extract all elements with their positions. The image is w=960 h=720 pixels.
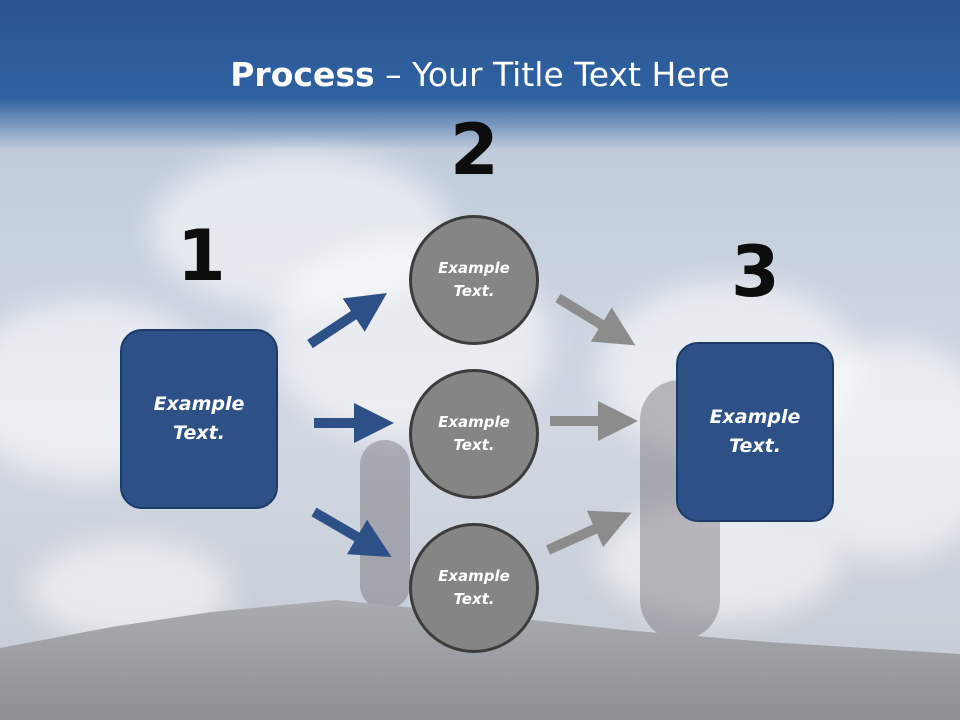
arrow-1-to-2c [311,507,392,558]
arrow-2c-to-3 [545,510,632,555]
arrow-2a-to-3 [555,293,636,346]
step-1-text: Example Text. [153,393,245,444]
step-2-text-middle: Example Text. [438,413,510,454]
slide-title: Process – Your Title Text Here [0,54,960,96]
step-number-2: 2 [450,109,499,191]
step-1-box: Example Text. [120,329,278,509]
step-2-circle-top: Example Text. [409,215,539,345]
step-number-3: 3 [731,231,780,313]
step-2-circle-middle: Example Text. [409,369,539,499]
arrow-1-to-2a [307,293,388,349]
step-2-circle-bottom: Example Text. [409,523,539,653]
step-number-1: 1 [177,215,226,297]
title-rest: – Your Title Text Here [374,55,730,94]
step-3-box: Example Text. [676,342,834,522]
step-3-text: Example Text. [709,406,801,457]
title-bar [0,0,960,150]
step-2-text-top: Example Text. [438,259,510,300]
step-2-text-bottom: Example Text. [438,567,510,608]
title-bold: Process [230,55,375,94]
